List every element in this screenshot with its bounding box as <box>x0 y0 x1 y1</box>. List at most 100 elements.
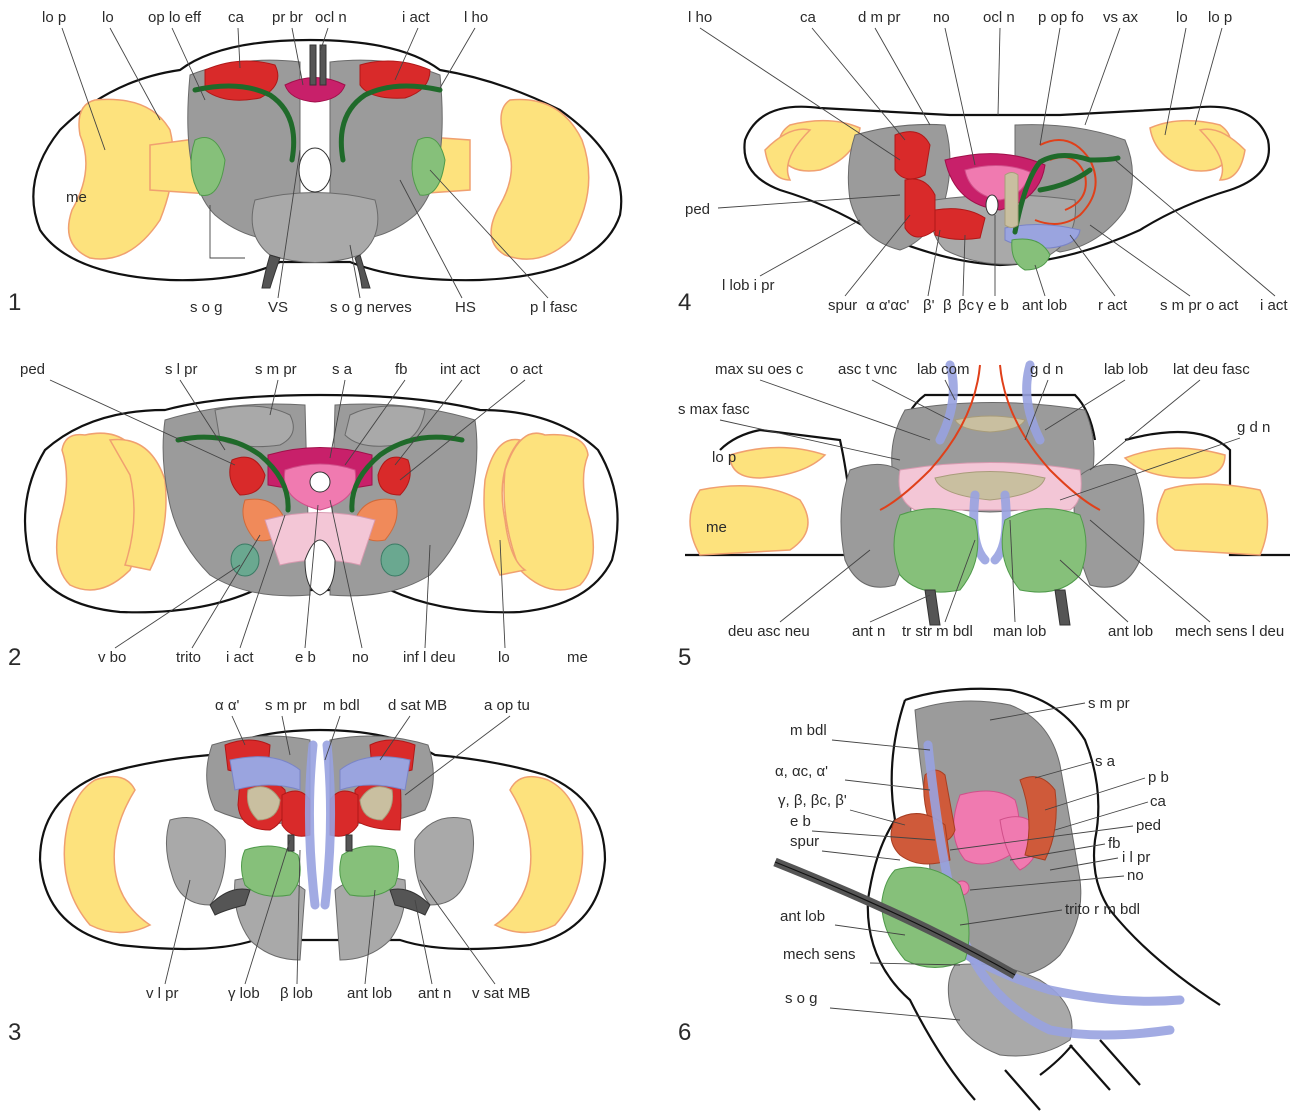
label-me: me <box>567 649 588 666</box>
label-e-b: e b <box>295 649 316 666</box>
label-s-a: s a <box>332 361 353 378</box>
label-ant-lob: ant lob <box>347 985 392 1002</box>
panel-6-number: 6 <box>678 1019 691 1046</box>
panel-2-drawing <box>25 395 618 612</box>
label-vs-ax: vs ax <box>1103 9 1139 26</box>
label-no: no <box>933 9 950 26</box>
label-ped: ped <box>1136 817 1161 834</box>
label-max-su-oes-c: max su oes c <box>715 361 804 378</box>
label-s-l-pr: s l pr <box>165 361 198 378</box>
label-l-ho: l ho <box>464 9 488 26</box>
label-vs: VS <box>268 299 288 316</box>
panel-5-number: 5 <box>678 644 691 671</box>
label-r-act: r act <box>1098 297 1128 314</box>
label-pr-br: pr br <box>272 9 303 26</box>
label-me: me <box>66 189 87 206</box>
panel-1-drawing <box>33 40 621 288</box>
label-v-sat-mb: v sat MB <box>472 985 530 1002</box>
label-inf-l-deu: inf l deu <box>403 649 456 666</box>
label-ant-lob: ant lob <box>1022 297 1067 314</box>
label-spur: spur <box>790 833 819 850</box>
label-s-o-g: s o g <box>190 299 223 316</box>
panel-3-drawing <box>40 730 605 960</box>
label-g-d-n: g d n <box>1030 361 1063 378</box>
panel-6: 6 s m pr m bdl s a α, αc, α' p b γ, β, β… <box>678 689 1220 1110</box>
label-trito-r-m-bdl: trito r m bdl <box>1065 901 1140 918</box>
label-mech-sens-l-deu: mech sens l deu <box>1175 623 1284 640</box>
label-lo: lo <box>102 9 114 26</box>
label-i-act: i act <box>1260 297 1288 314</box>
panel-1-number: 1 <box>8 289 21 316</box>
label-lat-deu-fasc: lat deu fasc <box>1173 361 1250 378</box>
label-s-m-pr: s m pr <box>265 697 307 714</box>
label-ocl-n: ocl n <box>315 9 347 26</box>
label-beta-c: βc <box>958 297 975 314</box>
label-fb: fb <box>1108 835 1121 852</box>
label-ca: ca <box>1150 793 1167 810</box>
label-lo-p: lo p <box>1208 9 1232 26</box>
panel-2-number: 2 <box>8 644 21 671</box>
label-trito: trito <box>176 649 201 666</box>
label-ca: ca <box>800 9 817 26</box>
label-s-o-g: s o g <box>785 990 818 1007</box>
label-lo-p: lo p <box>712 449 736 466</box>
panel-4-drawing <box>744 107 1268 270</box>
label-lo-p: lo p <box>42 9 66 26</box>
label-ped: ped <box>685 201 710 218</box>
label-alpha-group: α α'αc' <box>866 297 910 314</box>
label-ant-lob: ant lob <box>1108 623 1153 640</box>
label-m-bdl: m bdl <box>323 697 360 714</box>
label-g-d-n-2: g d n <box>1237 419 1270 436</box>
panel-5-drawing <box>685 365 1290 625</box>
label-l-ho: l ho <box>688 9 712 26</box>
label-e-b: e b <box>790 813 811 830</box>
label-alpha-group: α, αc, α' <box>775 763 828 780</box>
label-i-act: i act <box>226 649 254 666</box>
label-ca: ca <box>228 9 245 26</box>
label-man-lob: man lob <box>993 623 1046 640</box>
label-tr-str-m-bdl: tr str m bdl <box>902 623 973 640</box>
label-ocl-n: ocl n <box>983 9 1015 26</box>
label-op-lo-eff: op lo eff <box>148 9 202 26</box>
label-s-m-pr: s m pr <box>1088 695 1130 712</box>
label-beta-prime: β' <box>923 297 935 314</box>
label-s-m-pr-o-act: s m pr o act <box>1160 297 1239 314</box>
panel-4: 4 l ho ca d m pr no ocl n p op fo vs ax … <box>678 9 1288 316</box>
label-p-b: p b <box>1148 769 1169 786</box>
label-ped: ped <box>20 361 45 378</box>
label-deu-asc-neu: deu asc neu <box>728 623 810 640</box>
panel-6-drawing <box>775 689 1220 1110</box>
label-gamma-lob: γ lob <box>228 985 260 1002</box>
label-i-l-pr: i l pr <box>1122 849 1150 866</box>
label-no: no <box>352 649 369 666</box>
label-spur: spur <box>828 297 857 314</box>
label-ant-n: ant n <box>418 985 451 1002</box>
label-s-m-pr: s m pr <box>255 361 297 378</box>
label-ant-n: ant n <box>852 623 885 640</box>
label-int-act: int act <box>440 361 481 378</box>
label-asc-t-vnc: asc t vnc <box>838 361 898 378</box>
label-p-op-fo: p op fo <box>1038 9 1084 26</box>
label-lab-lob: lab lob <box>1104 361 1148 378</box>
label-o-act: o act <box>510 361 543 378</box>
label-s-a: s a <box>1095 753 1116 770</box>
panel-5: 5 max su oes c asc t vnc lab com g d n l… <box>678 361 1290 671</box>
label-hs: HS <box>455 299 476 316</box>
label-m-bdl: m bdl <box>790 722 827 739</box>
panel-2: 2 ped s l pr s m pr s a fb int act o act… <box>8 361 618 671</box>
label-alpha-alphaprime: α α' <box>215 697 240 714</box>
panel-1: 1 lo p lo op lo eff ca pr br ocl n i act… <box>8 9 621 316</box>
label-s-max-fasc: s max fasc <box>678 401 750 418</box>
label-s-o-g-nerves: s o g nerves <box>330 299 412 316</box>
label-l-lob-i-pr: l lob i pr <box>722 277 775 294</box>
label-me: me <box>706 519 727 536</box>
label-mech-sens: mech sens <box>783 946 856 963</box>
label-v-l-pr: v l pr <box>146 985 179 1002</box>
label-d-m-pr: d m pr <box>858 9 901 26</box>
label-fb: fb <box>395 361 408 378</box>
label-beta: β <box>943 297 952 314</box>
label-lo: lo <box>1176 9 1188 26</box>
label-lo: lo <box>498 649 510 666</box>
label-v-bo: v bo <box>98 649 126 666</box>
